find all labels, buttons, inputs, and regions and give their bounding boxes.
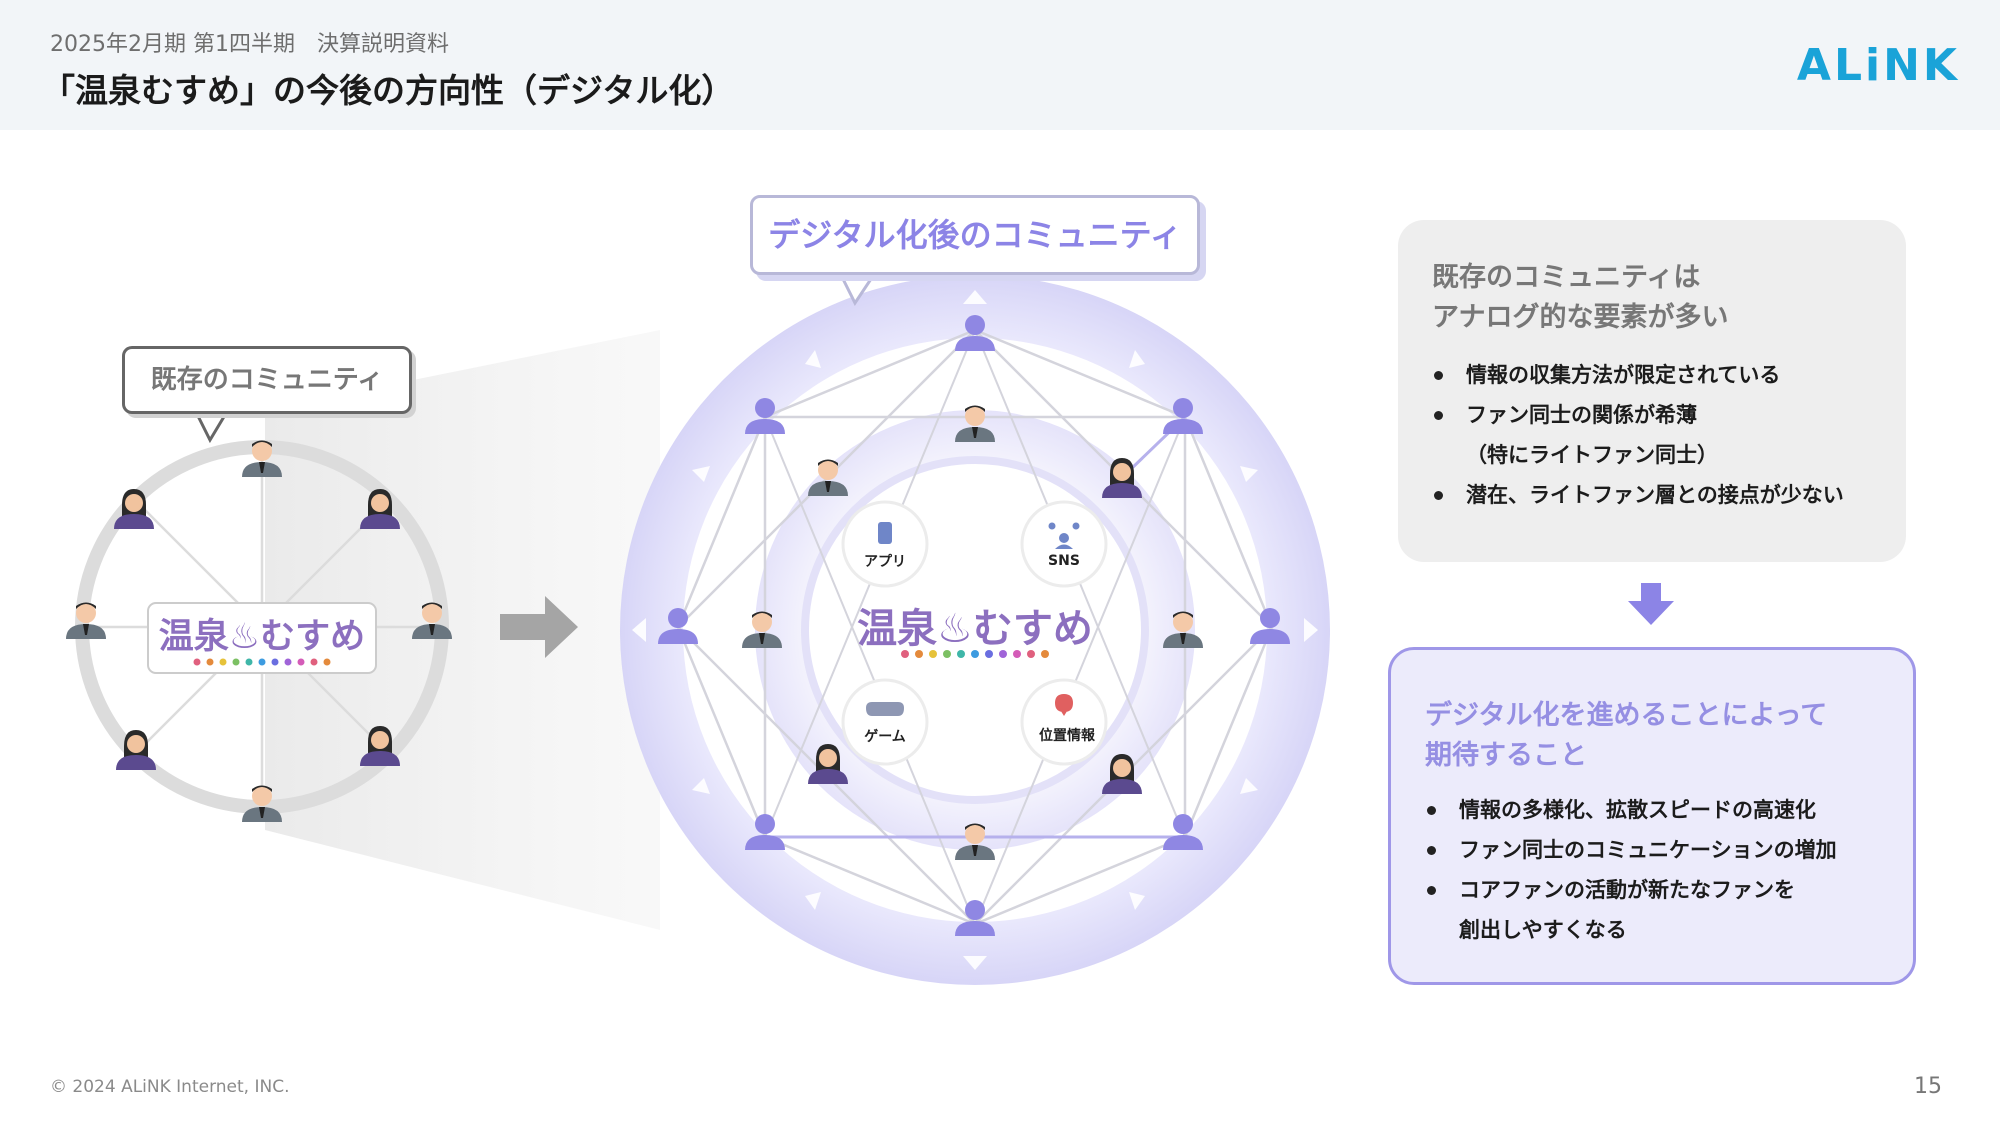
expect-card-list: 情報の多様化、拡散スピードの高速化 ファン同士のコミュニケーションの増加 コアフ…: [1425, 790, 1837, 950]
list-item: 情報の収集方法が限定されている: [1432, 355, 1844, 395]
small-center-logo: 温泉♨むすめ: [159, 617, 365, 657]
hub-location-label: 位置情報: [1039, 727, 1096, 744]
expect-card-title-line2: 期待すること: [1425, 740, 1587, 771]
expect-card-title-line1: デジタル化を進めることによって: [1425, 700, 1828, 731]
diagram-graphic: 温泉♨むすめ: [66, 271, 1330, 985]
game-controller-icon: [866, 702, 904, 716]
page-title: 「温泉むすめ」の今後の方向性（デジタル化）: [42, 71, 735, 110]
hub-sns-label: SNS: [1048, 553, 1080, 569]
list-item: 情報の多様化、拡散スピードの高速化: [1425, 790, 1837, 830]
expectation-card: デジタル化を進めることによって 期待すること 情報の多様化、拡散スピードの高速化…: [1388, 647, 1916, 985]
big-center-logo: 温泉♨むすめ: [857, 606, 1093, 652]
hub-app: [841, 500, 929, 588]
period-label: 2025年2月期 第1四半期 決算説明資料: [50, 32, 449, 57]
existing-community-card: 既存のコミュニティは アナログ的な要素が多い 情報の収集方法が限定されている フ…: [1398, 220, 1906, 562]
list-item: コアファンの活動が新たなファンを創出しやすくなる: [1425, 870, 1837, 950]
transition-arrow: [500, 596, 578, 658]
alink-logo: ALiNK: [1796, 40, 1960, 91]
community-diagram: 温泉♨むすめ: [0, 130, 1390, 1030]
existing-card-title-line2: アナログ的な要素が多い: [1432, 302, 1729, 333]
page-number: 15: [1914, 1074, 1942, 1099]
list-item: 潜在、ライトファン層との接点が少ない: [1432, 475, 1844, 515]
small-logo-dots: [193, 658, 331, 666]
hub-sns: [1020, 500, 1108, 588]
existing-community-circle: [66, 440, 452, 822]
list-item: ファン同士のコミュニケーションの増加: [1425, 830, 1837, 870]
network-icon: [1048, 522, 1080, 549]
big-logo-dots: [901, 650, 1049, 658]
hub-app-label: アプリ: [864, 554, 906, 570]
hub-location: [1020, 678, 1108, 766]
existing-card-title: 既存のコミュニティは アナログ的な要素が多い: [1432, 258, 1728, 338]
smartphone-icon: [878, 522, 892, 544]
down-arrow-icon: [1628, 583, 1674, 625]
list-item: ファン同士の関係が希薄（特にライトファン同士）: [1432, 395, 1844, 475]
existing-card-list: 情報の収集方法が限定されている ファン同士の関係が希薄（特にライトファン同士） …: [1432, 355, 1844, 515]
existing-bubble-tail: [192, 408, 231, 444]
hub-game: [841, 678, 929, 766]
existing-card-title-line1: 既存のコミュニティは: [1432, 262, 1701, 293]
copyright: © 2024 ALiNK Internet, INC.: [50, 1077, 290, 1097]
existing-community-bubble: 既存のコミュニティ: [122, 346, 412, 414]
slide-header: 2025年2月期 第1四半期 決算説明資料 「温泉むすめ」の今後の方向性（デジタ…: [0, 0, 2000, 130]
expect-card-title: デジタル化を進めることによって 期待すること: [1425, 696, 1827, 776]
hub-game-label: ゲーム: [864, 728, 906, 745]
digital-community-bubble: デジタル化後のコミュニティ: [750, 195, 1200, 275]
map-pin-icon: [1055, 694, 1073, 716]
